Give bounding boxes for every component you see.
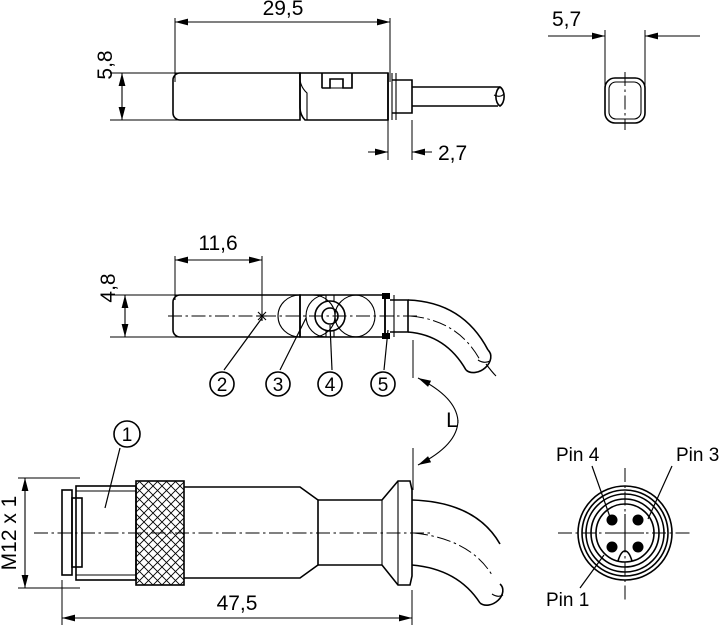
dimension-label-29-5: 29,5 — [263, 0, 304, 20]
pin-3-label: Pin 3 — [676, 445, 719, 466]
dimension-label-L: L — [446, 409, 458, 432]
sensor-body-front — [168, 293, 497, 377]
dimension-label-5-8: 5,8 — [94, 50, 117, 79]
pin-4-label: Pin 4 — [556, 445, 600, 466]
pin-3-contact — [632, 514, 644, 526]
dimension-4-8: 4,8 — [97, 273, 185, 338]
dimension-m12x1: M12 x 1 — [0, 477, 80, 589]
view-end-face: 5,7 — [548, 8, 700, 130]
callout-3: 3 — [265, 371, 291, 397]
dimension-label-m12x1: M12 x 1 — [0, 496, 21, 571]
dimension-label-2-7: 2,7 — [438, 142, 467, 165]
pin-1-label: Pin 1 — [546, 590, 589, 611]
dimension-L: L — [412, 340, 459, 490]
dimension-47-5: 47,5 — [61, 580, 413, 625]
pin-4-contact — [606, 514, 618, 526]
m12-connector-body — [34, 480, 504, 606]
callout-3-label: 3 — [273, 375, 284, 396]
dimension-11-6: 11,6 — [174, 232, 263, 312]
dimension-29-5: 29,5 — [174, 0, 391, 82]
view-pinout: Pin 4 Pin 3 Pin 1 — [546, 445, 719, 611]
callout-5: 5 — [370, 371, 396, 397]
view-front-side: 11,6 4,8 — [97, 232, 497, 490]
callout-1-label: 1 — [122, 425, 133, 446]
callout-leaders-front — [223, 317, 389, 371]
callout-2-label: 2 — [217, 375, 228, 396]
dimension-5-8: 5,8 — [94, 50, 185, 121]
dimension-label-5-7: 5,7 — [552, 8, 581, 31]
callout-1: 1 — [104, 420, 141, 509]
pin-1-contact — [606, 541, 618, 553]
dimension-label-11-6: 11,6 — [198, 232, 237, 255]
view-top-side: 29,5 5,8 — [94, 0, 505, 165]
dimension-label-4-8: 4,8 — [97, 273, 120, 302]
callout-2: 2 — [209, 371, 235, 397]
callout-4: 4 — [317, 371, 343, 397]
sensor-body-top — [172, 72, 505, 121]
callout-5-label: 5 — [378, 375, 389, 396]
pin-2-contact — [632, 541, 644, 553]
dimension-5-7: 5,7 — [548, 8, 700, 85]
dimension-label-47-5: 47,5 — [217, 592, 258, 615]
callout-4-label: 4 — [325, 375, 336, 396]
dimension-2-7: 2,7 — [368, 120, 467, 165]
view-connector: 1 M12 x 1 — [0, 420, 504, 625]
